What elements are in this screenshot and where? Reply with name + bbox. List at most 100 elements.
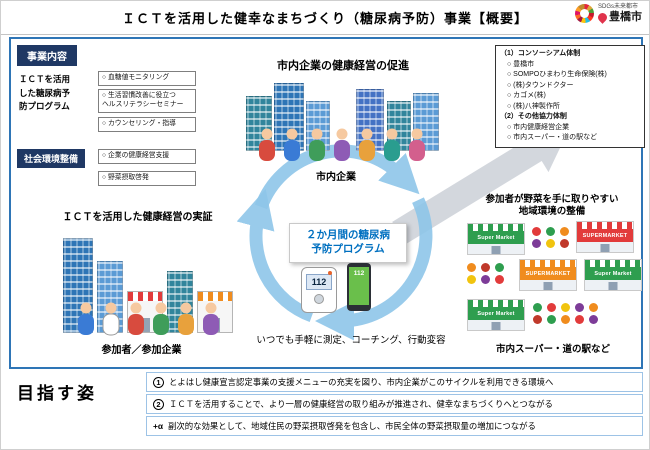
left-cluster-caption: 参加者／参加企業 [101, 345, 182, 356]
store-name-label: Super Market [468, 231, 524, 244]
store-awning-icon [520, 260, 576, 267]
vegetable-icon [533, 303, 542, 312]
store-front-icon [520, 280, 576, 290]
vegetable-icon [467, 263, 476, 272]
social-item: ○ 野菜摂取啓発 [98, 171, 196, 186]
building-icon [63, 238, 93, 333]
store-awning-icon [468, 300, 524, 307]
supermarket-icon: Super Market [467, 223, 525, 255]
meter-reading: 112 [306, 274, 332, 290]
vegetable-icon [546, 239, 555, 248]
goal-text: とよはし健康宣言認定事業の支援メニューの充実を図り、市内企業がこのサイクルを利用… [169, 377, 554, 387]
social-environment-tag: 社会環境整備 [17, 149, 86, 168]
people-icons [259, 128, 425, 161]
program-item: ○ カウンセリング・指導 [98, 117, 196, 132]
supermarket-icon: SUPERMARKET [576, 221, 634, 253]
store-awning-icon [577, 222, 633, 229]
store-name-label: Super Market [468, 307, 524, 320]
vegetable-icon [561, 303, 570, 312]
consortium-member: ○ (株)タウンドクター [507, 81, 574, 89]
store-awning-icon [468, 224, 524, 231]
vegetable-icon [467, 275, 476, 284]
toyohashi-logo-icon [596, 10, 609, 24]
store-name-label: Super Market [585, 267, 641, 280]
top-cluster-title: 市内企業の健康経営の促進 [277, 60, 409, 72]
vegetable-icon [589, 315, 598, 324]
building-icon [274, 83, 304, 151]
goal-number: 2 [153, 398, 164, 410]
goal-text: ＩＣＴを活用することで、より一層の健康経営の取り組みが推進され、健幸なまちづくり… [169, 399, 553, 409]
vegetable-icon [532, 227, 541, 236]
vegetable-icon [481, 275, 490, 284]
building-icon [413, 93, 439, 151]
store-front-icon [468, 320, 524, 330]
cycle-bottom-caption: いつでも手軽に測定、コーチング、行動変容 [256, 335, 446, 346]
store-front-icon [468, 244, 524, 254]
page-title: ＩＣＴを活用した健幸なまちづくり（糖尿病予防）事業【概要】 [121, 11, 528, 26]
shop-awning-icon [198, 292, 232, 301]
building-icon [306, 101, 330, 151]
business-content-tag: 事業内容 [17, 45, 77, 66]
vegetable-icon [495, 263, 504, 272]
vegetable-icon [575, 303, 584, 312]
goals-title: 目指す姿 [17, 384, 97, 403]
vegetable-icon [533, 315, 542, 324]
store-name-label: SUPERMARKET [577, 229, 633, 242]
vegetables-icons [532, 227, 571, 248]
meter-led-icon [328, 271, 332, 275]
vegetable-icon [575, 315, 584, 324]
vegetable-icon [547, 315, 556, 324]
smartphone-icon: 112 [347, 263, 371, 311]
vegetable-icon [560, 227, 569, 236]
vegetable-icon [495, 275, 504, 284]
consortium-title-2: （2）その他協力体制 [500, 113, 567, 120]
top-cluster-caption: 市内企業 [316, 172, 356, 183]
program-item: ○ 生活習慣改善に役立つ ヘルスリテラシーセミナー [98, 89, 196, 113]
consortium-member: ○ カゴメ(株) [507, 92, 546, 99]
store-awning-icon [585, 260, 641, 267]
vegetables-icons [533, 303, 600, 324]
meter-button-icon [314, 294, 324, 304]
vegetables-icons [467, 263, 506, 284]
city-name-block: SDGs未来都市 豊橋市 [596, 4, 642, 24]
goal-item: +α 副次的な効果として、地域住民の野菜摂取啓発を包含し、市民全体の野菜摂取量の… [146, 416, 643, 436]
people-icons [78, 302, 219, 336]
building-icon [356, 89, 384, 151]
header-divider [1, 34, 649, 35]
consortium-member: ○ (株)八神製作所 [507, 102, 560, 110]
right-cluster-caption: 市内スーパー・道の駅など [496, 344, 610, 355]
store-front-icon [577, 242, 633, 252]
supermarket-icon: SUPERMARKET [519, 259, 577, 291]
consortium-panel: （1）コンソーシアム体制 ○ 豊橋市 ○ SOMPOひまわり生命保険(株) ○ … [495, 45, 645, 148]
social-item: ○ 企業の健康経営支援 [98, 149, 196, 164]
phone-reading: 112 [349, 267, 369, 305]
consortium-other: ○ 市内健康経営企業 [507, 123, 570, 131]
program-item: ○ 血糖値モニタリング [98, 71, 196, 86]
vegetable-icon [561, 315, 570, 324]
goal-number: 1 [153, 376, 164, 388]
consortium-member: ○ SOMPOひまわり生命保険(株) [507, 71, 607, 78]
supermarket-icon: Super Market [467, 299, 525, 331]
shop-door-icon [140, 318, 150, 332]
supermarket-icon: Super Market [584, 259, 642, 291]
vegetable-icon [481, 263, 490, 272]
city-name: 豊橋市 [609, 10, 642, 23]
consortium-other: ○ 市内スーパー・道の駅など [507, 134, 598, 141]
store-name-label: SUPERMARKET [520, 267, 576, 280]
right-cluster-title: 参加者が野菜を手に取りやすい 地域環境の整備 [485, 194, 619, 218]
sdgs-caption: SDGs未来都市 [598, 4, 639, 10]
store-front-icon [585, 280, 641, 290]
vegetable-icon [546, 227, 555, 236]
shop-awning-icon [128, 292, 162, 301]
glucose-meter-icon: 112 [301, 267, 337, 313]
vegetable-icon [547, 303, 556, 312]
program-cycle-label: ２か月間の糖尿病 予防プログラム [289, 223, 407, 263]
vegetable-icon [589, 303, 598, 312]
sdgs-logo-icon [575, 4, 594, 24]
goal-number: +α [153, 421, 164, 431]
goal-item: 1 とよはし健康宣言認定事業の支援メニューの充実を図り、市内企業がこのサイクルを… [146, 372, 643, 392]
goal-text: 副次的な効果として、地域住民の野菜摂取啓発を包含し、市民全体の野菜摂取量の増加に… [168, 421, 536, 431]
vegetable-icon [532, 239, 541, 248]
consortium-member: ○ 豊橋市 [507, 60, 535, 68]
